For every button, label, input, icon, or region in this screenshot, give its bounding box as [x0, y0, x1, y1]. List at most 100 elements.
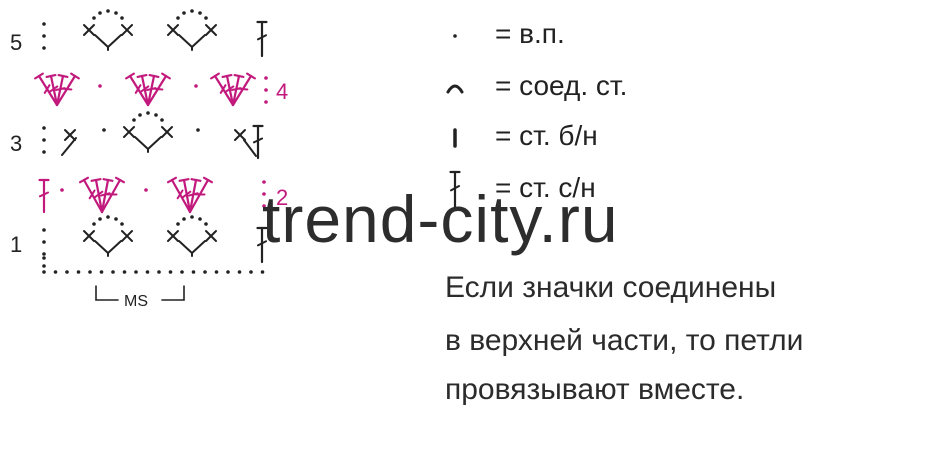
row2-turning-chain-1: [262, 192, 266, 196]
row2-edge-dc-bar: [38, 191, 50, 198]
legend-symbols: [446, 34, 464, 210]
watermark: trend-city.ru: [262, 182, 619, 256]
foundation-chain-0: [42, 270, 46, 274]
row3-group-1-right-sc-b: [161, 126, 173, 138]
row3-group-1-right-leg: [147, 136, 162, 150]
row1-group-1-arch-dot-2: [106, 215, 110, 219]
row2-fan-2-dc-1-stem: [182, 178, 192, 214]
row1-group-2-arch-dot-3: [198, 217, 202, 221]
row4-fan-2-dc-0-stem: [128, 74, 150, 107]
row4-fan-2-dc-3-top: [161, 72, 171, 80]
row-number-3: 3: [10, 131, 23, 156]
legend-double-crochet-icon-bar: [449, 185, 461, 192]
row4-fan-2-dc-3-bar: [152, 87, 164, 91]
row4-fan-3-dc-3-stem: [231, 74, 253, 107]
row3-group-1-arch-dot-4: [160, 118, 164, 122]
row3-group-1-arch-dot-2: [146, 111, 150, 115]
row4-fan-1-dc-1-stem: [49, 74, 59, 107]
row4-fan-3-dc-3-bar: [237, 87, 249, 91]
row3-right-sc-b: [234, 129, 246, 141]
pattern-repeat-label: MS: [124, 293, 148, 310]
row2-fan-2-dc-1-bar: [182, 190, 192, 199]
row5-group-1-left-sc-b: [83, 24, 95, 36]
foundation-chain-2: [65, 270, 69, 274]
row1-group-2-arch-dot-1: [182, 217, 186, 221]
row1-group-2-left-sc-b: [167, 230, 179, 242]
row2-fan-2-dc-2-top: [190, 178, 202, 182]
row5-group-1-arch-dot-1: [98, 11, 102, 15]
row1-group-2-arch-dot-2: [190, 215, 194, 219]
row5-group-2-left-sc-b: [167, 24, 179, 36]
row4-fan-3-dc-2-top: [233, 73, 245, 79]
row2-turning-chain-0: [262, 180, 266, 184]
foundation-chain-15: [214, 270, 219, 274]
row5-group-2-arch-dot-2: [190, 9, 194, 13]
row1-turning-chain-2: [42, 252, 46, 256]
row5-group-1-arch-dot-2: [106, 9, 110, 13]
row2-fan-1-dc-1-top: [90, 178, 102, 182]
row3-chain-2: [196, 128, 200, 132]
row2-chain-1: [144, 188, 148, 192]
row5-group-2-arch-dot-1: [182, 11, 186, 15]
foundation-chain-7: [122, 270, 127, 274]
foundation-chain-17: [237, 270, 242, 274]
legend-slip-stitch-icon: [446, 84, 464, 94]
row4-chain-2: [194, 84, 198, 88]
row1-edge-dc-bar: [256, 240, 268, 247]
row4-fan-2-dc-1-top: [136, 73, 148, 79]
note-line-3: провязывают вместе.: [445, 373, 745, 406]
row4-fan-2-dc-1-stem: [140, 74, 150, 107]
foundation-chain-12: [180, 270, 184, 274]
note-line-2: в верхней части, то петли: [445, 324, 804, 357]
foundation-chain-14: [203, 270, 207, 274]
row5-group-2-right-leg: [191, 34, 206, 48]
row1-group-1-arch-dot-1: [98, 217, 102, 221]
row2-fan-1-dc-1-stem: [94, 178, 104, 214]
row4-fan-3-dc-1-top: [221, 73, 233, 79]
row1-group-1-arch-dot-4: [120, 222, 124, 226]
row2-fan-2-dc-2-stem: [188, 178, 198, 214]
row4-fan-2-dc-0-top: [125, 72, 135, 80]
foundation-chain-16: [226, 270, 230, 274]
foundation-edge-0: [42, 256, 46, 260]
row3-left-sc-b: [64, 129, 76, 141]
row2-fan-2-dc-3-top: [202, 176, 214, 184]
foundation-chain-10: [157, 270, 161, 274]
row2-fan-1-dc-1-bar: [94, 190, 104, 199]
foundation-edge-1: [42, 264, 46, 268]
note-line-1: Если значки соединены: [445, 271, 777, 304]
row4-turning-chain-1: [264, 88, 268, 92]
legend-chain-stitch-icon: [453, 34, 457, 38]
row2-fan-1-dc-0-top: [78, 176, 90, 184]
row4-fan-2-dc-1-bar: [140, 85, 150, 93]
row5-turning-chain-2: [42, 46, 46, 50]
row1-group-2-left-leg: [178, 240, 193, 254]
row4-fan-1-dc-3-top: [70, 72, 80, 80]
foundation-chain-8: [134, 270, 138, 274]
foundation-chain-18: [249, 270, 253, 274]
row4-fan-2-dc-2-stem: [146, 74, 156, 107]
row3-turning-chain-1: [42, 138, 46, 142]
row-number-1: 1: [10, 232, 23, 257]
row5-group-1-right-sc-b: [121, 24, 133, 36]
row5-turning-chain-0: [42, 22, 46, 26]
row4-fan-2-dc-3-stem: [146, 74, 168, 107]
row-number-2: 2: [276, 185, 289, 210]
row4-fan-3-dc-2-stem: [231, 74, 241, 107]
row4-fan-1-dc-3-bar: [61, 87, 73, 91]
row3-left-leg: [61, 137, 77, 156]
foundation-chain-3: [76, 270, 81, 274]
row4-fan-1-dc-1-top: [45, 73, 57, 79]
row1-group-1-right-leg: [107, 240, 122, 254]
row1-group-1-arch-dot-0: [92, 222, 96, 226]
row3-turning-chain-0: [42, 126, 46, 130]
row3-group-1-arch-dot-3: [154, 113, 158, 117]
row2-fan-1-dc-2-top: [102, 178, 114, 182]
row-number-4: 4: [276, 79, 289, 104]
row4-fan-1-dc-0-stem: [37, 74, 59, 107]
row2-fan-1-dc-0-stem: [82, 178, 104, 214]
row2-fan-1-dc-3-stem: [100, 178, 122, 214]
row5-turning-chain-1: [42, 34, 46, 38]
row4-fan-3-dc-0-bar: [219, 84, 227, 94]
